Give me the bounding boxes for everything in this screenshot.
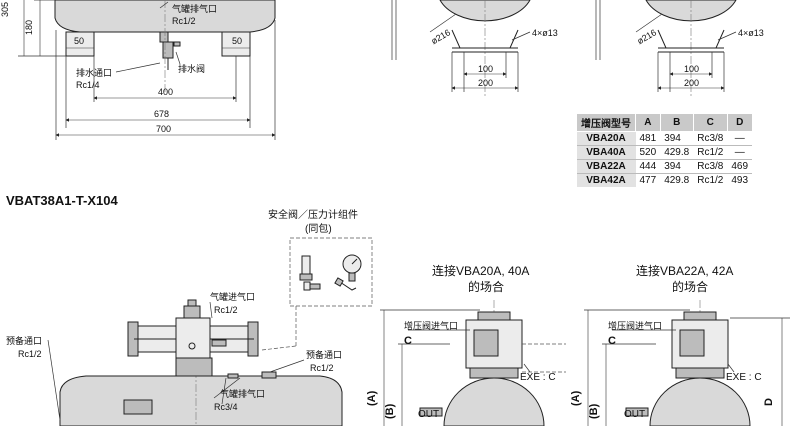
cell-d: 493 (731, 175, 749, 186)
exhaust-port-thread: Rc1/2 (172, 16, 196, 26)
side1-inner: 100 (478, 64, 493, 74)
cell-c: Rc3/8 (693, 131, 728, 146)
table-row: VBA20A 481 394 Rc3/8 — (576, 131, 753, 146)
cv2-inlet-label: 增压阀进气口 (608, 320, 662, 331)
dim-400: 400 (158, 87, 173, 97)
cell-b: 429.8 (664, 175, 690, 186)
kit-title-2: (同包) (305, 222, 332, 235)
tank-exhaust-thread: Rc3/4 (214, 402, 238, 412)
cell-b: 394 (660, 131, 694, 146)
cv1-b: (B) (384, 403, 396, 419)
drain-port-thread: Rc1/4 (76, 80, 100, 90)
drain-valve-body (162, 41, 174, 59)
cell-a: 481 (635, 131, 661, 146)
header-b: B (659, 113, 694, 132)
cv1-title-2: 的场合 (468, 279, 504, 294)
cv2-title-2: 的场合 (672, 279, 708, 294)
cv1-a: (A) (366, 390, 378, 406)
cv1-valve-top (477, 311, 511, 321)
side2-holes: 4×ø13 (738, 28, 764, 38)
cv2-exe: EXE : C (726, 372, 762, 383)
side1-outer: 200 (478, 78, 493, 88)
cv2-title-1: 连接VBA22A, 42A (636, 263, 733, 278)
dim-305: 305 (0, 2, 10, 17)
cell-model: VBA40A (576, 145, 636, 160)
cell-a: 477 (639, 175, 657, 186)
safety-kit: 安全阀／压力计组件 (同包) (268, 208, 373, 346)
cell-c: Rc1/2 (693, 145, 728, 160)
side-view-2: ø216 4×ø13 100 200 (595, 0, 764, 96)
cell-model: VBA42A (576, 173, 636, 187)
main-assembly: 气罐进气口 Rc1/2 预备通口 Rc1/2 预备通口 Rc1/2 气罐排气口 … (6, 291, 343, 426)
spec-table-header: 增压阀型号 A B C D (576, 113, 753, 132)
spec-table: 增压阀型号 A B C D VBA20A 481 394 Rc3/8 — VBA… (576, 113, 753, 187)
cv1-c: C (404, 335, 412, 347)
side1-holes: 4×ø13 (532, 28, 558, 38)
cell-a: 520 (635, 145, 661, 160)
cv2-a: (A) (570, 390, 582, 406)
booster-center (175, 317, 211, 359)
cv2-out: OUT (624, 409, 645, 420)
spare-port-right-thread: Rc1/2 (310, 363, 334, 373)
side2-outer: 200 (684, 78, 699, 88)
main-tank (59, 375, 343, 426)
cell-d: — (727, 131, 753, 146)
dim-50-right: 50 (232, 36, 242, 46)
spare-port-left-label: 预备通口 (6, 335, 42, 346)
spare-port-left-thread: Rc1/2 (18, 349, 42, 359)
dim-50-left: 50 (74, 36, 84, 46)
header-d: D (726, 113, 753, 132)
cell-model: VBA22A (576, 159, 636, 174)
table-row: VBA22A 444 394 Rc3/8 469 (576, 159, 753, 174)
tank-foot-left (65, 31, 95, 57)
nameplate (123, 399, 153, 415)
connect-view-2: 连接VBA22A, 42A 的场合 增压阀进气口 C EXE : C OUT (… (570, 263, 790, 426)
side2-inner: 100 (684, 64, 699, 74)
kit-box (289, 237, 373, 307)
dim-180: 180 (24, 20, 34, 35)
cell-d: 469 (727, 159, 753, 174)
booster-mount (175, 357, 213, 377)
booster-top (183, 305, 201, 319)
spare-port-right-label: 预备通口 (306, 349, 342, 360)
cv1-title-1: 连接VBA20A, 40A (432, 263, 529, 278)
tank-front-view: 305 180 50 50 400 678 700 气罐排气口 Rc1/2 排水… (0, 0, 276, 140)
header-a: A (635, 113, 661, 132)
cv1-exe: EXE : C (520, 372, 556, 383)
cv1-tank (443, 377, 545, 426)
table-row: VBA40A 520 429.8 Rc1/2 — (576, 145, 753, 160)
section-title: VBAT38A1-T-X104 (6, 193, 119, 208)
cv2-valve-top (683, 311, 717, 321)
cell-b: 429.8 (660, 145, 694, 160)
drain-valve-label: 排水阀 (178, 63, 205, 74)
tank-inlet-label: 气罐进气口 (210, 291, 255, 302)
side-view-1: ø216 4×ø13 100 200 (391, 0, 558, 96)
cv1-out: OUT (418, 409, 439, 420)
dim-678: 678 (154, 109, 169, 119)
header-model: 增压阀型号 (576, 113, 636, 132)
cell-c: Rc1/2 (697, 175, 724, 186)
drain-port-label: 排水通口 (76, 67, 112, 78)
exhaust-port-label: 气罐排气口 (172, 3, 217, 14)
connect-view-1: 连接VBA20A, 40A 的场合 增压阀进气口 C EXE : C OUT (… (366, 263, 566, 426)
tank-exhaust-label: 气罐排气口 (220, 388, 265, 399)
cv1-inlet-label: 增压阀进气口 (404, 320, 458, 331)
cell-c: Rc3/8 (693, 159, 728, 174)
drain-fitting (159, 31, 169, 43)
cell-a: 444 (635, 159, 661, 174)
cv2-c: C (608, 335, 616, 347)
cv2-b: (B) (588, 403, 600, 419)
cell-d: — (727, 145, 753, 160)
tank-inlet-thread: Rc1/2 (214, 305, 238, 315)
cell-model: VBA20A (576, 131, 636, 146)
cv2-tank (649, 377, 751, 426)
table-row: VBA42A 477 429.8 Rc1/2 493 (576, 173, 753, 187)
header-c: C (692, 113, 728, 132)
kit-title-1: 安全阀／压力计组件 (268, 208, 358, 221)
dim-700: 700 (156, 124, 171, 134)
cell-b: 394 (660, 159, 694, 174)
cv2-d: D (763, 398, 775, 406)
